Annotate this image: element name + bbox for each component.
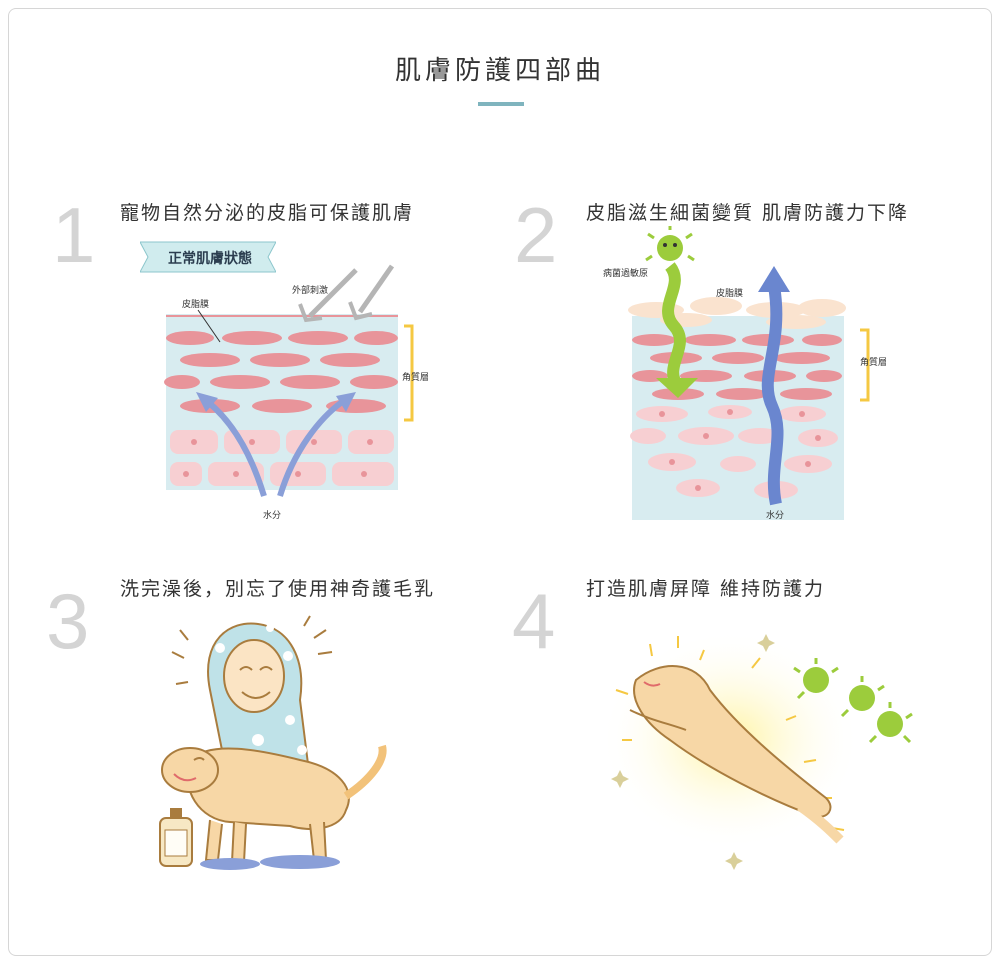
water-label-1: 水分 [263,511,282,521]
step-number-2: 2 [514,191,558,279]
dog-illustration [629,665,844,844]
normal-skin-banner: 正常肌膚狀態 [168,251,252,267]
step-number-3: 3 [46,577,90,665]
stratum-label-1: 角質層 [402,373,430,383]
germ-icon [645,226,695,262]
step-number-4: 4 [512,577,556,665]
protected-dog-illustration [600,630,913,870]
step-heading-4: 打造肌膚屏障 維持防護力 [586,578,826,600]
germ-icon [803,667,903,737]
step-heading-1: 寵物自然分泌的皮脂可保護肌膚 [120,202,415,224]
step-heading-2: 皮脂滋生細菌變質 肌膚防護力下降 [586,202,910,224]
water-label-2: 水分 [766,511,785,521]
sebum-label-1: 皮脂膜 [182,300,210,310]
bath-illustration [161,615,387,870]
shampoo-bottle-icon [159,808,193,867]
title-underline [478,102,524,106]
banner-ribbon [140,241,276,273]
skin-diagram-normal [164,264,414,497]
page-title: 肌膚防護四部曲 [394,56,605,86]
irritant-label: 外部刺激 [292,286,329,296]
stratum-label-2: 角質層 [860,358,888,368]
step-heading-3: 洗完澡後，別忘了使用神奇護毛乳 [120,578,436,600]
skin-diagram-damaged [628,226,870,520]
step-number-1: 1 [52,191,96,279]
dog-illustration [161,744,387,863]
pathogen-label: 病菌過敏原 [603,269,649,279]
sebum-label-2: 皮脂膜 [716,289,744,299]
